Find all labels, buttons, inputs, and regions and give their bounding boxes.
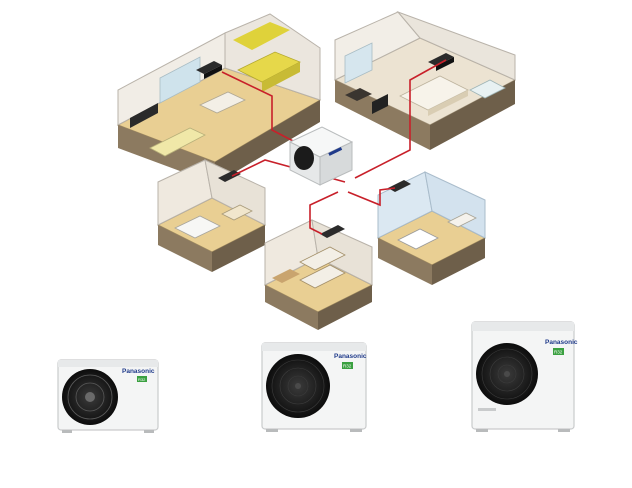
brand-logo: Panasonic bbox=[122, 368, 155, 375]
r32-badge bbox=[553, 348, 564, 355]
r32-badge-label: R32 bbox=[138, 377, 146, 382]
kids-bunk-bedroom bbox=[263, 219, 374, 330]
outdoor-unit-medium: Panasonic R32 bbox=[261, 342, 367, 432]
r32-badge bbox=[137, 376, 147, 382]
refrigerant-pipes bbox=[221, 59, 447, 235]
master-bedroom-bath bbox=[333, 10, 517, 150]
outdoor-unit-small: Panasonic R32 bbox=[57, 359, 159, 433]
r32-badge bbox=[342, 362, 353, 369]
central-outdoor-unit-icon bbox=[288, 126, 354, 186]
r32-badge-label: R32 bbox=[554, 350, 563, 355]
nursery-room bbox=[376, 171, 487, 285]
brand-logo: Panasonic bbox=[545, 339, 578, 346]
r32-badge-label: R32 bbox=[343, 364, 352, 369]
outdoor-unit-large: Panasonic R32 bbox=[471, 321, 578, 432]
living-kitchen-room bbox=[116, 13, 322, 184]
brand-logo: Panasonic bbox=[334, 353, 367, 360]
bathroom bbox=[156, 159, 267, 272]
